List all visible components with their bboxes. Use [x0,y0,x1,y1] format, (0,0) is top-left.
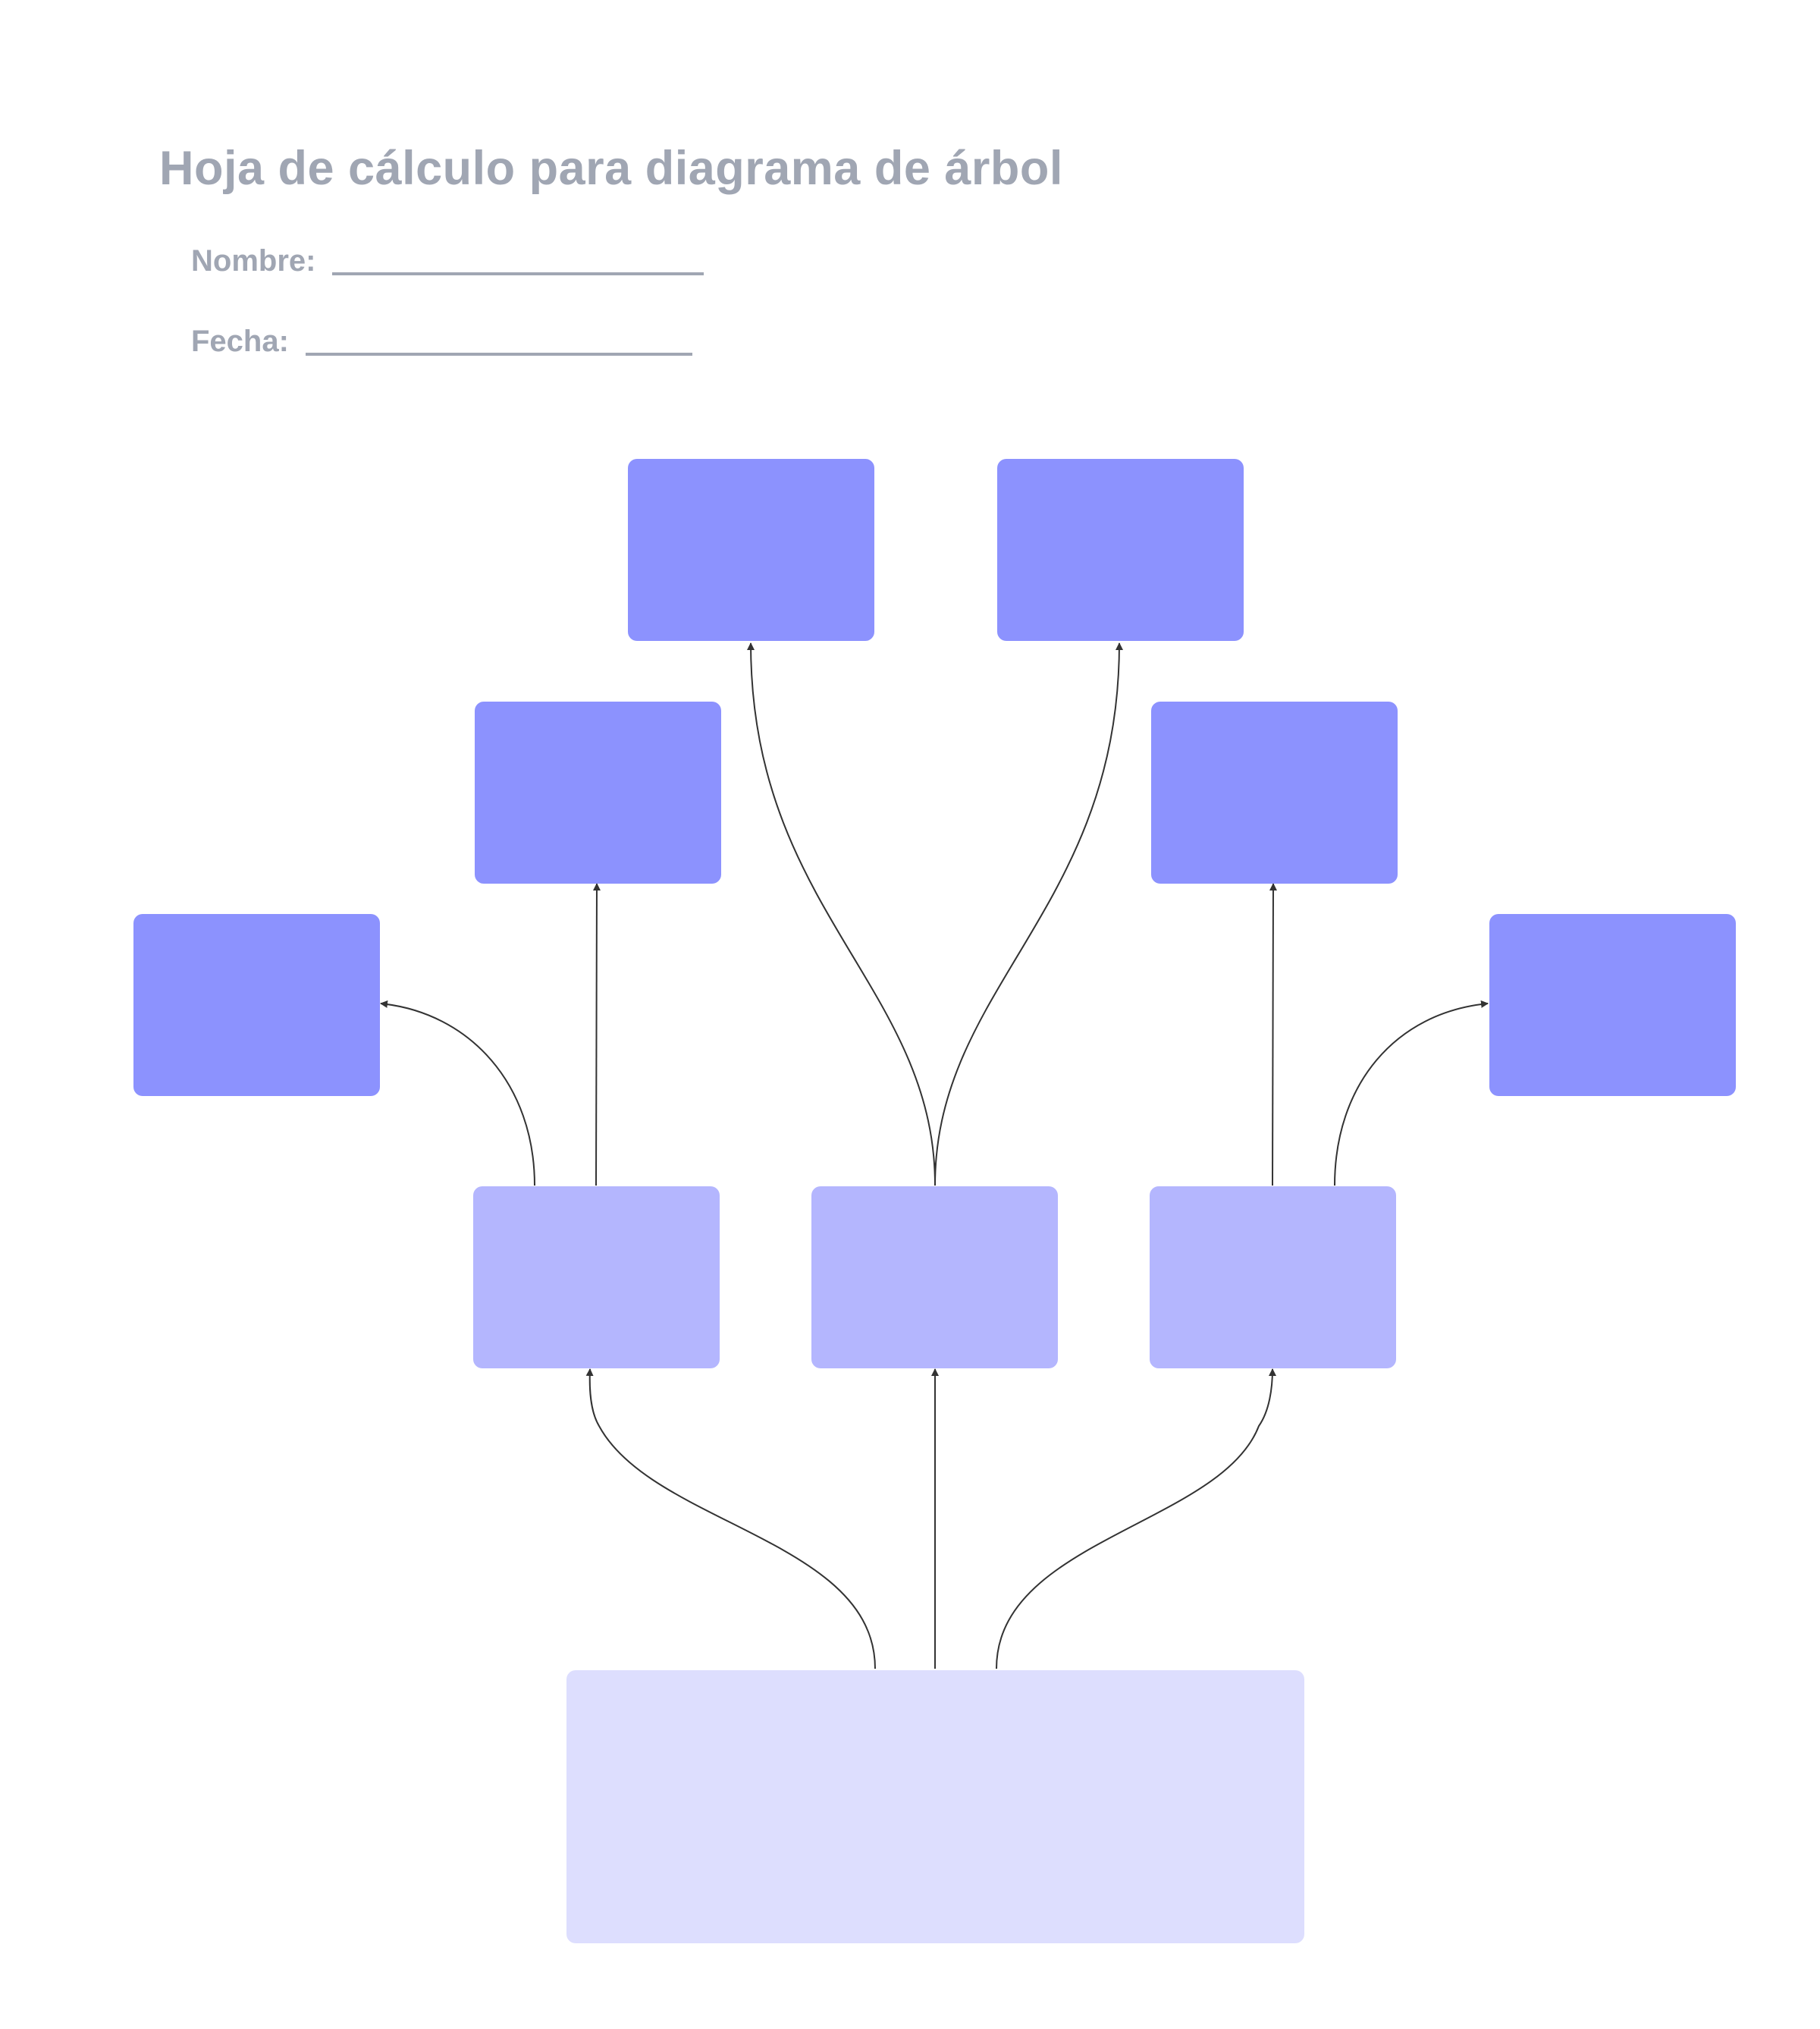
name-label: Nombre: [191,244,316,278]
node-leaf-far-right[interactable] [1489,914,1736,1096]
node-root[interactable] [566,1670,1304,1943]
node-leaf-right[interactable] [1151,702,1398,884]
node-leaf-far-left[interactable] [133,914,380,1096]
name-field: Nombre: [191,244,704,278]
connector-branch-left-to-leaf-far-left [380,1000,535,1186]
node-leaf-left[interactable] [475,702,721,884]
node-branch-center[interactable] [811,1186,1058,1368]
date-label: Fecha: [191,325,289,358]
date-blank-line[interactable] [305,353,692,356]
connector-branch-left-to-leaf-left [592,883,601,1186]
node-branch-left[interactable] [473,1186,720,1368]
node-leaf-top-right[interactable] [997,459,1244,641]
node-branch-right[interactable] [1150,1186,1396,1368]
worksheet-title: Hoja de cálculo para diagrama de árbol [159,142,1063,195]
date-field: Fecha: [191,325,692,359]
connector-root-to-branch-right [996,1368,1276,1669]
connector-root-to-branch-left [585,1368,876,1669]
connector-branch-center-to-leaf-top-right [934,642,1123,1186]
connector-branch-right-to-leaf-right [1269,883,1277,1186]
connector-branch-center-to-leaf-top-left [747,642,936,1186]
node-leaf-top-left[interactable] [628,459,874,641]
name-blank-line[interactable] [332,272,704,275]
connector-branch-right-to-leaf-far-right [1334,1000,1489,1186]
